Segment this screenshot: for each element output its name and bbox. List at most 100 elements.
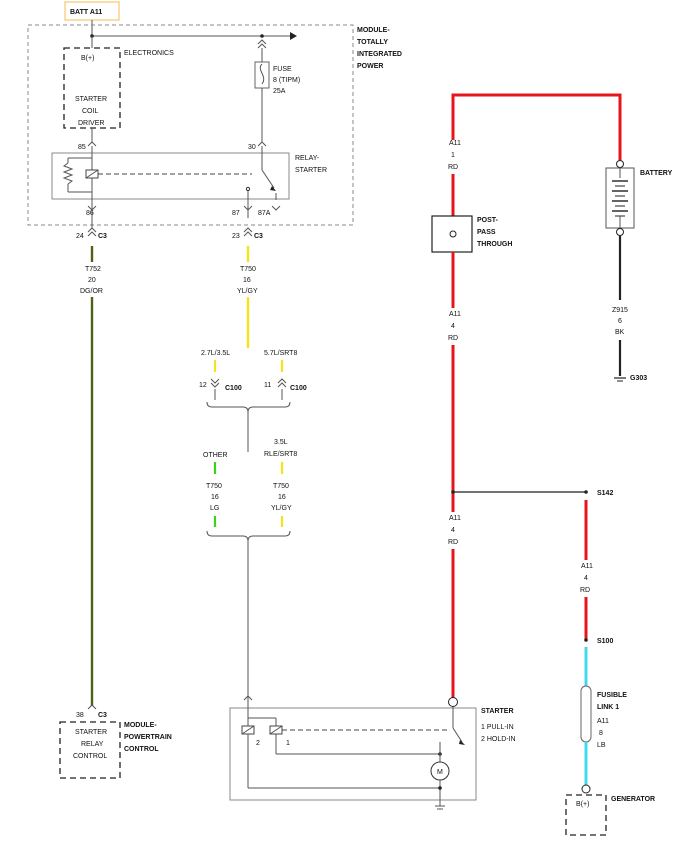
a11-right-color: RD bbox=[580, 587, 590, 594]
starter-coil-driver-1: STARTER bbox=[75, 96, 107, 103]
starter-input-arrow bbox=[243, 695, 253, 701]
s142-splice: S142 A11 4 RD bbox=[453, 490, 613, 640]
ground-g303: G303 bbox=[630, 375, 647, 382]
a11-low-gauge: 4 bbox=[451, 527, 455, 534]
c100-right-pin: 11 bbox=[264, 382, 271, 389]
generator-bplus: B(+) bbox=[576, 801, 589, 808]
post-line1: POST- bbox=[477, 217, 499, 224]
electronics-block: ELECTRONICS B(+) STARTER COIL DRIVER bbox=[63, 36, 174, 147]
c100-left-conn: C100 bbox=[225, 385, 242, 392]
pcm-line2: RELAY bbox=[81, 741, 104, 748]
t750-color: YL/GY bbox=[237, 288, 258, 295]
c3-left-pin: 24 bbox=[76, 233, 84, 240]
t750-gauge: 16 bbox=[243, 277, 251, 284]
battery-label: BATTERY bbox=[640, 170, 673, 177]
fuse-rating: 25A bbox=[273, 88, 286, 95]
post-pass-through: POST- PASS THROUGH bbox=[431, 215, 512, 253]
starter-coil-1: 1 bbox=[286, 740, 290, 747]
a11-mid-circuit: A11 bbox=[449, 311, 461, 318]
fusible-label-2: LINK 1 bbox=[597, 704, 619, 711]
split1-right-label: 5.7L/SRT8 bbox=[264, 350, 297, 357]
generator-block: B(+) GENERATOR bbox=[565, 784, 655, 836]
pcm-module-1: MODULE- bbox=[124, 722, 157, 729]
z915-color: BK bbox=[615, 329, 625, 336]
c3-connector-24: 24 C3 T752 20 DG/OR bbox=[76, 218, 107, 295]
pcm-module-2: POWERTRAIN bbox=[124, 734, 172, 741]
a11-low-color: RD bbox=[448, 539, 458, 546]
motor-m: M bbox=[437, 769, 443, 776]
split2-right-circuit: T750 bbox=[273, 483, 289, 490]
c3-connector-23: 23 C3 T750 16 YL/GY bbox=[232, 227, 263, 295]
starter-coil-driver-2: COIL bbox=[82, 108, 98, 115]
fusible-gauge: 8 bbox=[599, 730, 603, 737]
fuse-id: 8 (TIPM) bbox=[273, 77, 300, 84]
split2-left-circuit: T750 bbox=[206, 483, 222, 490]
split2-left-gauge: 16 bbox=[211, 494, 219, 501]
starter-relay: 85 30 RELAY- STARTER 86 87 87A bbox=[51, 144, 327, 218]
a11-low-circuit: A11 bbox=[449, 515, 461, 522]
starter-pin1-desc: 1 PULL-IN bbox=[481, 724, 514, 731]
split2-brace bbox=[206, 530, 291, 542]
fuse-8: FUSE 8 (TIPM) 25A bbox=[254, 39, 300, 147]
fuse-title: FUSE bbox=[273, 66, 292, 73]
starter-label: STARTER bbox=[481, 708, 514, 715]
a11-mid-color: RD bbox=[448, 335, 458, 342]
pcm-conn: C3 bbox=[98, 712, 107, 719]
batt-bus bbox=[90, 20, 297, 40]
relay-pin-87: 87 bbox=[232, 210, 240, 217]
generator-label: GENERATOR bbox=[611, 796, 655, 803]
c100-left-pin: 12 bbox=[199, 382, 207, 389]
a11-mid-gauge: 4 bbox=[451, 323, 455, 330]
a11-right-circuit: A11 bbox=[581, 563, 593, 570]
t750-circuit: T750 bbox=[240, 266, 256, 273]
post-line3: THROUGH bbox=[477, 241, 512, 248]
a11-right-gauge: 4 bbox=[584, 575, 588, 582]
battery-block: BATTERY Z915 6 BK G303 bbox=[605, 160, 673, 382]
starter-b-terminal bbox=[448, 697, 458, 707]
pcm-module-3: CONTROL bbox=[124, 746, 159, 753]
a11-top-circuit: A11 bbox=[449, 140, 461, 147]
batt-a11-tag: BATT A11 bbox=[64, 1, 120, 21]
battery-cable: A11 1 RD bbox=[448, 93, 622, 216]
a11-top-color: RD bbox=[448, 164, 458, 171]
split2-right-label-1: 3.5L bbox=[274, 439, 288, 446]
split2-left-color: LG bbox=[210, 505, 219, 512]
split1-left-label: 2.7L/3.5L bbox=[201, 350, 230, 357]
c3-mid-pin: 23 bbox=[232, 233, 240, 240]
s100-splice bbox=[584, 638, 588, 642]
t752-color: DG/OR bbox=[80, 288, 103, 295]
c100-connector: 12 C100 11 C100 bbox=[199, 378, 307, 413]
pcm-block: 38 C3 STARTER RELAY CONTROL MODULE- POWE… bbox=[59, 704, 172, 779]
pcm-line3: CONTROL bbox=[73, 753, 107, 760]
relay-pin-87a: 87A bbox=[258, 210, 271, 217]
s142-label: S142 bbox=[597, 490, 613, 497]
c100-right-conn: C100 bbox=[290, 385, 307, 392]
s100-label: S100 bbox=[597, 638, 613, 645]
relay-pin-86: 86 bbox=[86, 210, 94, 217]
ipm-label-3: INTEGRATED bbox=[357, 51, 402, 58]
split2-right-label-2: RLE/SRT8 bbox=[264, 451, 297, 458]
pcm-line1: STARTER bbox=[75, 729, 107, 736]
a11-top-gauge: 1 bbox=[451, 152, 455, 159]
ipm-label-2: TOTALLY bbox=[357, 39, 388, 46]
split2-left-label: OTHER bbox=[203, 452, 228, 459]
t752-circuit: T752 bbox=[85, 266, 101, 273]
fusible-circuit: A11 bbox=[597, 718, 609, 725]
ipm-module-outline bbox=[27, 24, 354, 226]
starter-coil-2: 2 bbox=[256, 740, 260, 747]
fusible-color: LB bbox=[597, 742, 606, 749]
c3-mid-conn: C3 bbox=[254, 233, 263, 240]
relay-label-2: STARTER bbox=[295, 167, 327, 174]
post-line2: PASS bbox=[477, 229, 496, 236]
electronics-label: ELECTRONICS bbox=[124, 50, 174, 57]
pcm-pin: 38 bbox=[76, 712, 84, 719]
t752-gauge: 20 bbox=[88, 277, 96, 284]
starter-coil-driver-3: DRIVER bbox=[78, 120, 104, 127]
fusible-label-1: FUSIBLE bbox=[597, 692, 627, 699]
relay-label-1: RELAY- bbox=[295, 155, 320, 162]
ipm-label-4: POWER bbox=[357, 63, 383, 70]
fusible-link-1: FUSIBLE LINK 1 A11 8 LB bbox=[580, 685, 627, 749]
electronics-bplus: B(+) bbox=[81, 55, 94, 62]
starter-pin2-desc: 2 HOLD-IN bbox=[481, 736, 516, 743]
